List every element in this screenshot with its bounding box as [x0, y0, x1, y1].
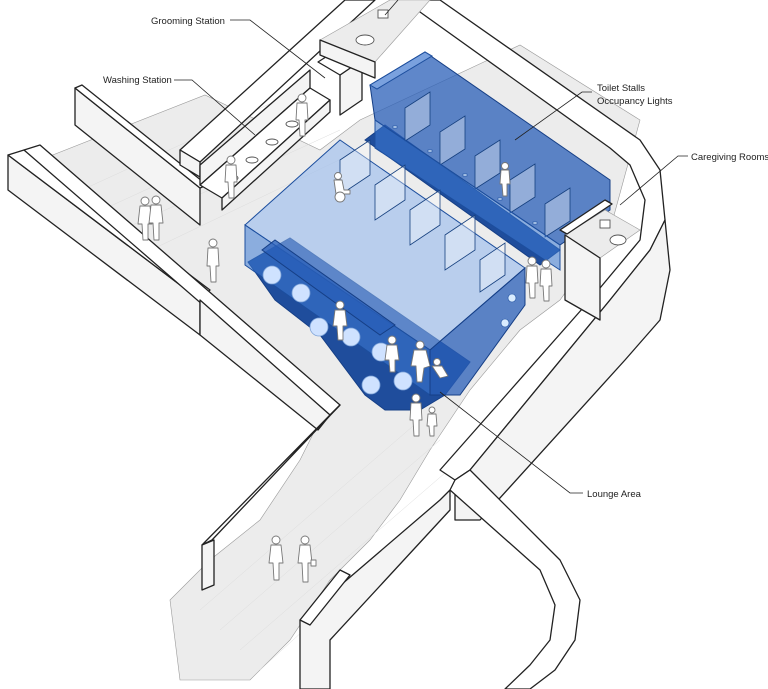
label-washing-station: Washing Station — [103, 75, 172, 86]
wheelchair-user-figure — [333, 172, 351, 203]
person-figure — [384, 335, 400, 373]
occupancy-light — [427, 149, 433, 153]
label-occupancy-lights: Occupancy Lights — [597, 96, 673, 107]
occupancy-light — [392, 125, 398, 129]
sink-fixture — [599, 219, 611, 229]
upper-caregiving-room — [319, 0, 431, 79]
person-figure — [206, 238, 220, 283]
child-figure — [426, 406, 438, 437]
person-figure — [499, 162, 511, 197]
label-grooming-station: Grooming Station — [151, 16, 225, 27]
person-figure — [224, 155, 238, 199]
person-figure — [295, 93, 309, 137]
person-figure — [409, 393, 423, 437]
annotation-leaders — [174, 0, 688, 494]
occupancy-light — [507, 293, 517, 303]
person-figure — [539, 259, 553, 302]
leader-caregiving-upper — [384, 0, 399, 16]
front-stall-partitions — [339, 139, 506, 293]
person-figure — [410, 340, 431, 383]
sink — [285, 120, 299, 128]
toilet-fixture — [609, 234, 627, 246]
stool — [361, 375, 381, 395]
occupancy-light — [497, 197, 503, 201]
people — [137, 93, 553, 583]
caregiving-room-wall — [564, 234, 601, 321]
stalls-top-edge — [369, 51, 433, 90]
lower-wall-face — [201, 539, 215, 591]
upper-room-wall — [319, 39, 376, 79]
stool — [393, 371, 413, 391]
lounge-stools — [262, 265, 413, 395]
occupancy-light — [500, 318, 510, 328]
sink — [245, 156, 259, 164]
person-figure — [297, 535, 317, 583]
label-lounge-area: Lounge Area — [587, 489, 642, 500]
toilet-stalls-block — [364, 51, 611, 271]
label-caregiving-rooms: Caregiving Rooms — [691, 152, 768, 163]
stool — [341, 327, 361, 347]
label-toilet-stalls: Toilet Stalls — [597, 83, 645, 94]
person-figure — [332, 300, 348, 341]
right-caregiving-room — [559, 199, 641, 321]
stool — [309, 317, 329, 337]
person-figure — [525, 256, 539, 299]
person-figure — [431, 358, 449, 379]
leader-caregiving-rooms — [619, 155, 688, 206]
toilet-fixture — [355, 34, 375, 46]
lower-wall-top — [201, 404, 341, 546]
sink-fixture — [377, 9, 389, 19]
leader-grooming-station — [230, 19, 326, 79]
occupancy-light — [532, 221, 538, 225]
stool — [291, 283, 311, 303]
occupancy-lights — [392, 125, 538, 225]
front-block-end-face — [429, 266, 526, 396]
person-figure — [148, 195, 164, 241]
lower-right-wall-top — [449, 469, 581, 689]
bottom-wall-top — [299, 569, 351, 626]
person-figure — [268, 535, 284, 581]
leader-toilet-stalls — [514, 91, 592, 141]
occupancy-light — [462, 173, 468, 177]
stalls-front-face — [374, 119, 561, 271]
lower-right-wall-face — [299, 489, 451, 689]
caregiving-room-wall-top — [559, 199, 613, 235]
stall-partitions — [404, 91, 571, 238]
lounge-stall-block — [244, 139, 526, 411]
sink — [265, 138, 279, 146]
leader-washing-station — [174, 79, 256, 136]
stool — [262, 265, 282, 285]
annotation-labels: Grooming Station Washing Station Toilet … — [103, 16, 768, 500]
lower-left-wall-face — [199, 299, 331, 431]
leader-lounge-area — [439, 391, 583, 494]
